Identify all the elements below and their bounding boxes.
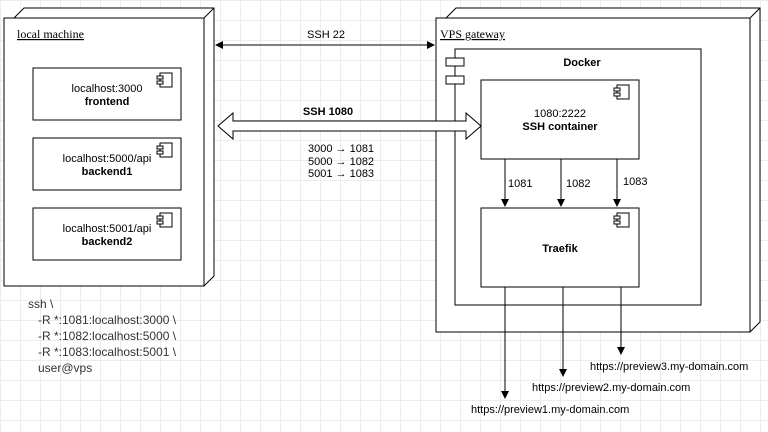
ssh1080-label: SSH 1080 bbox=[303, 106, 353, 118]
component-icon bbox=[156, 72, 173, 88]
component-icon bbox=[156, 212, 173, 228]
command-line: -R *:1082:localhost:5000 \ bbox=[28, 329, 177, 343]
ssh-container-name: SSH container bbox=[522, 121, 598, 133]
component-address: localhost:5001/api bbox=[63, 223, 152, 235]
traefik-component: Traefik bbox=[480, 207, 640, 288]
port-mapping: 3000 → 1081 bbox=[308, 143, 374, 155]
port-mapping: 5001 → 1083 bbox=[308, 168, 374, 180]
docker-label: Docker bbox=[563, 57, 601, 69]
docker-port-icon bbox=[445, 75, 465, 85]
vps-gateway-title: VPS gateway bbox=[440, 27, 505, 41]
component-name: backend2 bbox=[82, 236, 133, 248]
ssh1080-link: SSH 1080 bbox=[217, 106, 482, 141]
command-line: user@vps bbox=[28, 361, 93, 375]
preview-url: https://preview2.my-domain.com bbox=[532, 382, 690, 394]
component-icon bbox=[613, 84, 630, 100]
ssh22-label: SSH 22 bbox=[307, 29, 345, 41]
component-address: localhost:5000/api bbox=[63, 153, 152, 165]
ssh-command: ssh \ -R *:1081:localhost:3000 \ -R *:10… bbox=[28, 296, 176, 376]
ssh-to-traefik-links: 1081 1082 1083 bbox=[501, 159, 647, 207]
component-address: localhost:3000 bbox=[72, 83, 143, 95]
docker-port-icon bbox=[445, 57, 465, 67]
traefik-to-urls-links: https://preview1.my-domain.com https://p… bbox=[471, 287, 748, 416]
ssh-container-ports: 1080:2222 bbox=[534, 108, 586, 120]
component-frontend: localhost:3000 frontend bbox=[32, 67, 182, 121]
component-backend1: localhost:5000/api backend1 bbox=[32, 137, 182, 191]
component-backend2: localhost:5001/api backend2 bbox=[32, 207, 182, 261]
command-line: -R *:1083:localhost:5001 \ bbox=[28, 345, 177, 359]
preview-url: https://preview1.my-domain.com bbox=[471, 404, 629, 416]
component-name: backend1 bbox=[82, 166, 133, 178]
port-mapping: 5000 → 1082 bbox=[308, 156, 374, 168]
component-name: frontend bbox=[85, 96, 130, 108]
port-label: 1082 bbox=[566, 178, 590, 190]
port-mappings: 3000 → 1081 5000 → 1082 5001 → 1083 bbox=[308, 143, 374, 180]
component-icon bbox=[613, 212, 630, 228]
command-line: ssh \ bbox=[28, 297, 54, 311]
port-label: 1083 bbox=[623, 176, 647, 188]
traefik-name: Traefik bbox=[542, 243, 578, 255]
component-icon bbox=[156, 142, 173, 158]
local-machine-title: local machine bbox=[17, 27, 84, 41]
ssh-container: 1080:2222 SSH container bbox=[480, 79, 640, 160]
port-label: 1081 bbox=[508, 178, 532, 190]
preview-url: https://preview3.my-domain.com bbox=[590, 361, 748, 373]
command-line: -R *:1081:localhost:3000 \ bbox=[28, 313, 177, 327]
ssh22-link: SSH 22 bbox=[215, 29, 435, 49]
